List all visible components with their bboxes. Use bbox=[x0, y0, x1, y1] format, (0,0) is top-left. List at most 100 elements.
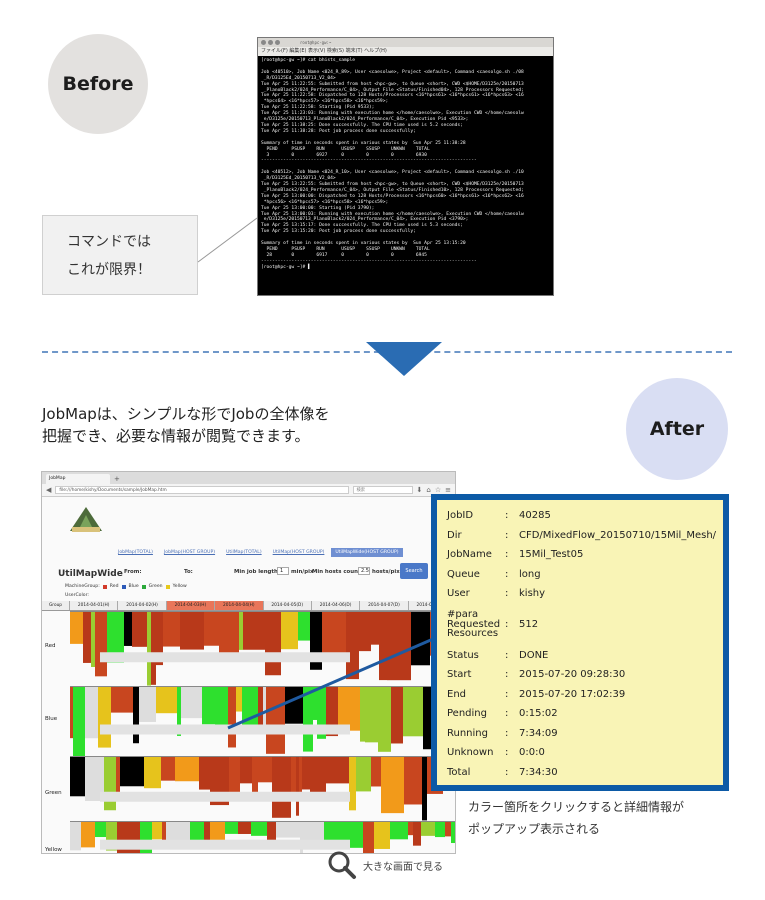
utilization-block[interactable] bbox=[360, 687, 365, 742]
utilization-block[interactable] bbox=[303, 687, 313, 752]
utilization-block[interactable] bbox=[95, 612, 107, 677]
view-tab[interactable]: UtilMap(HOST GROUP) bbox=[272, 550, 325, 555]
utilization-block[interactable] bbox=[73, 687, 85, 757]
utilization-block[interactable] bbox=[204, 612, 219, 646]
utilization-block[interactable] bbox=[228, 687, 236, 748]
utilization-block[interactable] bbox=[326, 757, 349, 784]
utilization-block[interactable] bbox=[161, 757, 175, 781]
utilization-block[interactable] bbox=[236, 687, 242, 712]
utilization-block[interactable] bbox=[243, 612, 265, 650]
utilization-block[interactable] bbox=[91, 612, 95, 667]
view-tab[interactable]: JobMap(TOTAL) bbox=[118, 550, 153, 555]
utilization-block[interactable] bbox=[70, 687, 73, 739]
menu-icon[interactable]: ≡ bbox=[445, 486, 451, 494]
utilization-block[interactable] bbox=[408, 822, 413, 836]
util-map-chart[interactable] bbox=[70, 611, 456, 854]
utilization-block[interactable] bbox=[162, 822, 166, 842]
utilization-block[interactable] bbox=[371, 757, 381, 787]
utilization-block[interactable] bbox=[98, 687, 111, 748]
utilization-block[interactable] bbox=[156, 687, 177, 714]
zoom-link[interactable]: 大きな画面で見る bbox=[327, 850, 443, 880]
utilization-block[interactable] bbox=[324, 822, 347, 841]
utilization-block[interactable] bbox=[299, 757, 302, 795]
utilization-block[interactable] bbox=[349, 757, 356, 811]
utilization-block[interactable] bbox=[374, 822, 390, 849]
utilization-block[interactable] bbox=[291, 757, 296, 797]
utilization-block[interactable] bbox=[267, 822, 276, 849]
min-job-length-input[interactable]: 1 bbox=[277, 567, 289, 575]
utilization-block[interactable] bbox=[238, 822, 251, 834]
utilization-block[interactable] bbox=[411, 612, 430, 666]
utilization-block[interactable] bbox=[239, 612, 243, 650]
utilization-block[interactable] bbox=[390, 822, 408, 840]
utilization-block[interactable] bbox=[379, 612, 387, 681]
utilization-block[interactable] bbox=[104, 757, 116, 811]
utilization-block[interactable] bbox=[296, 757, 299, 816]
utilization-block[interactable] bbox=[152, 822, 162, 840]
utilization-block[interactable] bbox=[180, 612, 204, 650]
utilization-block[interactable] bbox=[240, 757, 252, 784]
search-button[interactable]: Search bbox=[400, 563, 428, 579]
utilization-block[interactable] bbox=[229, 757, 240, 795]
utilization-block[interactable] bbox=[252, 757, 258, 797]
utilization-block[interactable] bbox=[435, 822, 445, 838]
utilization-block[interactable] bbox=[81, 822, 95, 848]
utilization-block[interactable] bbox=[133, 687, 139, 744]
utilization-block[interactable] bbox=[202, 687, 215, 725]
utilization-block[interactable] bbox=[266, 687, 285, 754]
utilization-block[interactable] bbox=[163, 612, 180, 647]
utilization-block[interactable] bbox=[403, 687, 423, 737]
utilization-block[interactable] bbox=[378, 687, 391, 752]
close-icon[interactable] bbox=[261, 40, 266, 45]
utilization-block[interactable] bbox=[356, 757, 371, 792]
utilization-block[interactable] bbox=[199, 757, 210, 790]
url-input[interactable]: file:///home/kishy/Documents/sample/JobM… bbox=[55, 486, 349, 494]
utilization-block[interactable] bbox=[190, 822, 204, 845]
view-tab[interactable]: UtilMapWide(HOST GROUP) bbox=[331, 548, 403, 557]
utilization-block[interactable] bbox=[302, 757, 310, 790]
utilization-block[interactable] bbox=[219, 612, 239, 656]
utilization-block[interactable] bbox=[413, 822, 421, 846]
minimize-icon[interactable] bbox=[268, 40, 273, 45]
utilization-block[interactable] bbox=[276, 822, 300, 838]
utilization-block[interactable] bbox=[70, 822, 81, 851]
utilization-block[interactable] bbox=[70, 612, 83, 644]
utilization-block[interactable] bbox=[272, 757, 291, 818]
utilization-block[interactable] bbox=[346, 612, 359, 680]
new-tab-icon[interactable]: + bbox=[114, 475, 120, 483]
home-icon[interactable]: ⌂ bbox=[426, 486, 431, 494]
utilization-block[interactable] bbox=[451, 822, 456, 844]
utilization-block[interactable] bbox=[210, 822, 218, 847]
utilization-block[interactable] bbox=[313, 687, 317, 720]
utilization-block[interactable] bbox=[151, 612, 156, 685]
utilization-block[interactable] bbox=[421, 822, 435, 836]
view-tab[interactable]: UtilMap(TOTAL) bbox=[226, 550, 262, 555]
utilization-block[interactable] bbox=[70, 757, 85, 797]
utilization-block[interactable] bbox=[116, 757, 120, 800]
utilization-block[interactable] bbox=[106, 822, 117, 851]
utilization-block[interactable] bbox=[365, 687, 378, 743]
utilization-block[interactable] bbox=[139, 687, 156, 722]
utilization-block[interactable] bbox=[144, 757, 161, 789]
browser-search-input[interactable]: 検索 bbox=[352, 486, 413, 494]
utilization-block[interactable] bbox=[111, 687, 133, 713]
utilization-block[interactable] bbox=[258, 687, 263, 731]
utilization-block[interactable] bbox=[124, 612, 132, 646]
utilization-block[interactable] bbox=[300, 822, 303, 854]
utilization-block[interactable] bbox=[242, 687, 258, 730]
utilization-block[interactable] bbox=[258, 757, 272, 783]
utilization-block[interactable] bbox=[132, 612, 147, 647]
utilization-block[interactable] bbox=[371, 612, 379, 645]
utilization-block[interactable] bbox=[363, 822, 374, 854]
utilization-block[interactable] bbox=[359, 612, 371, 652]
utilization-block[interactable] bbox=[215, 687, 228, 728]
utilization-block[interactable] bbox=[298, 612, 310, 641]
utilization-block[interactable] bbox=[265, 612, 281, 676]
utilization-block[interactable] bbox=[83, 612, 91, 663]
utilization-block[interactable] bbox=[347, 822, 363, 848]
utilization-block[interactable] bbox=[422, 757, 427, 821]
utilization-block[interactable] bbox=[85, 687, 98, 739]
utilization-block[interactable] bbox=[225, 822, 238, 834]
utilization-block[interactable] bbox=[107, 612, 124, 663]
utilization-block[interactable] bbox=[404, 757, 422, 805]
